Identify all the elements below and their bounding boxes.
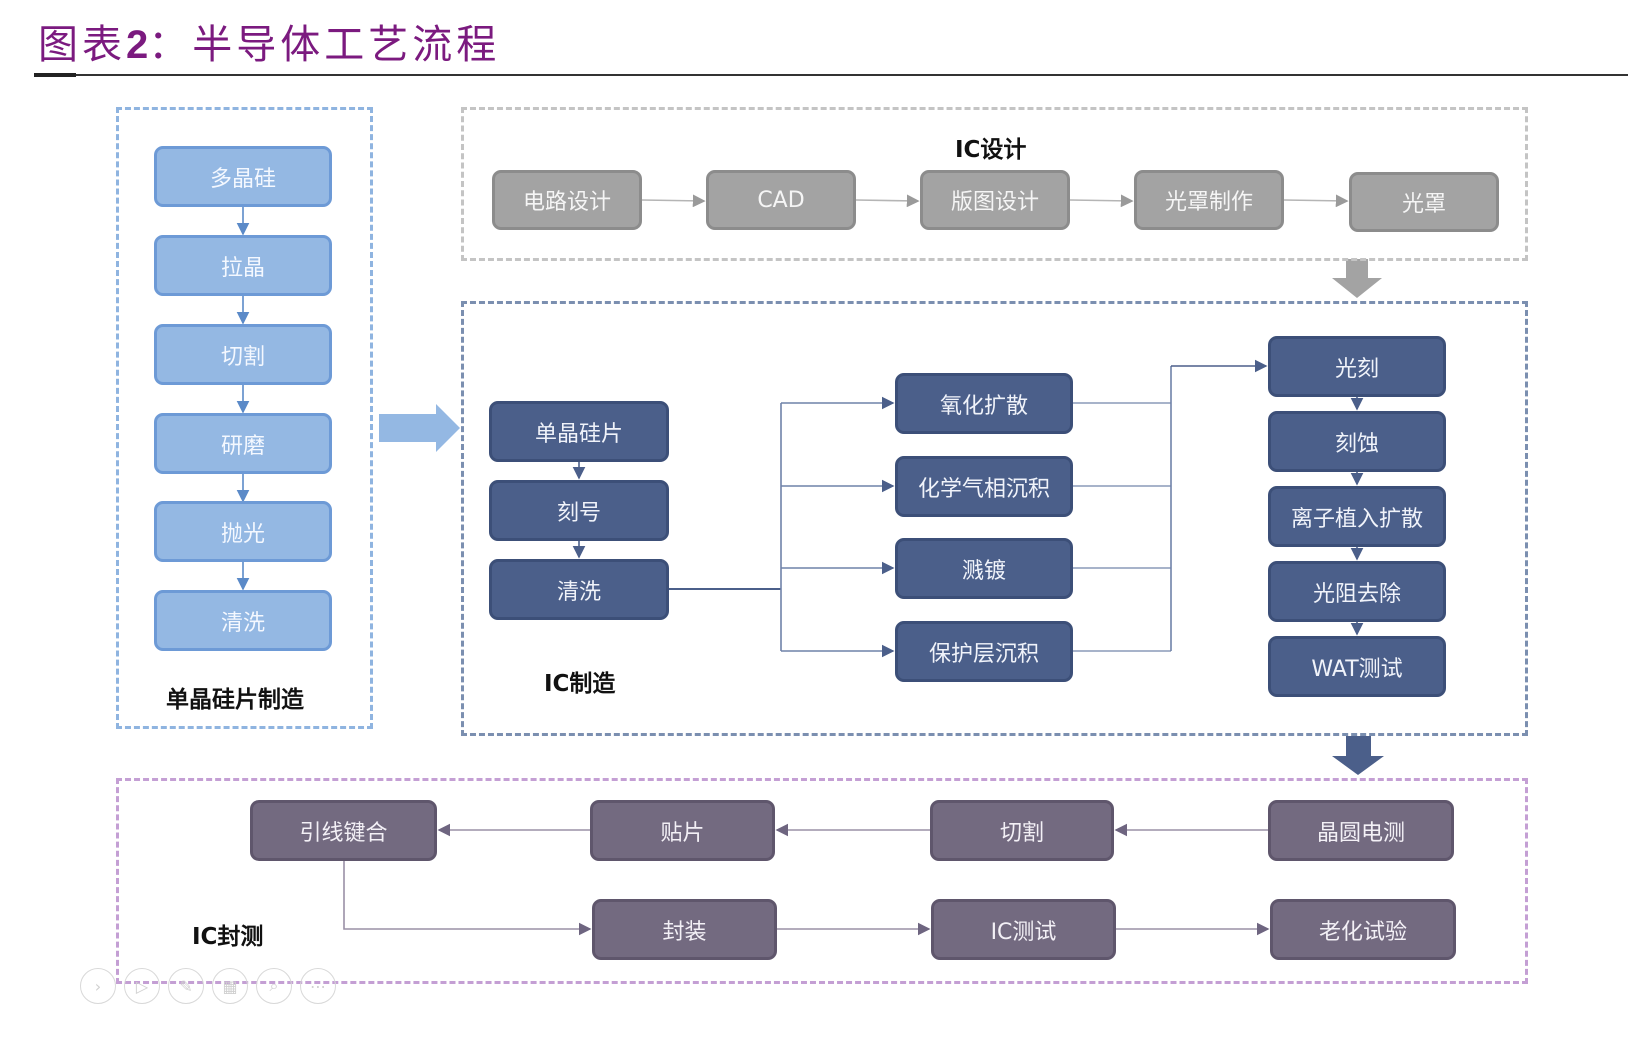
step-box: 晶圆电测: [1268, 800, 1454, 861]
step-box: 氧化扩散: [895, 373, 1073, 434]
block-arrow-down: [1332, 259, 1382, 298]
viewer-overlay-toolbar: › ▷ ✎ ▦ ⌕ ⋯: [80, 968, 336, 1004]
group-label-design: IC设计: [955, 137, 1027, 163]
step-box: 光阻去除: [1268, 561, 1446, 622]
step-box: 切割: [930, 800, 1114, 861]
chevron-right-icon[interactable]: ›: [80, 968, 116, 1004]
step-box: 切割: [154, 324, 332, 385]
step-box: 老化试验: [1270, 899, 1456, 960]
step-box: 刻蚀: [1268, 411, 1446, 472]
block-arrow-down: [1332, 736, 1384, 775]
step-box: WAT测试: [1268, 636, 1446, 697]
step-box: 离子植入扩散: [1268, 486, 1446, 547]
figure-number: 2: [126, 23, 149, 67]
step-box: 拉晶: [154, 235, 332, 296]
step-box: CAD: [706, 170, 856, 230]
figure-colon: ：: [148, 22, 193, 68]
block-arrow-right: [379, 404, 460, 452]
step-box: 清洗: [489, 559, 669, 620]
step-box: IC测试: [931, 899, 1116, 960]
step-box: 光罩: [1349, 172, 1499, 232]
step-box: 刻号: [489, 480, 669, 541]
step-box: 清洗: [154, 590, 332, 651]
figure-prefix: 图表: [38, 22, 126, 68]
step-box: 光刻: [1268, 336, 1446, 397]
step-box: 电路设计: [492, 170, 642, 230]
title-rule-accent: [34, 73, 76, 77]
title-rule: [34, 74, 1628, 76]
step-box: 单晶硅片: [489, 401, 669, 462]
step-box: 研磨: [154, 413, 332, 474]
group-ic-design: [461, 107, 1528, 261]
grid-icon[interactable]: ▦: [212, 968, 248, 1004]
step-box: 版图设计: [920, 170, 1070, 230]
pen-icon[interactable]: ✎: [168, 968, 204, 1004]
step-box: 光罩制作: [1134, 170, 1284, 230]
group-wafer-manufacturing: [116, 107, 373, 729]
step-box: 抛光: [154, 501, 332, 562]
group-ic-packaging-testing: [116, 778, 1528, 984]
group-label-packaging: IC封测: [192, 924, 264, 950]
group-label-wafer: 单晶硅片制造: [166, 687, 304, 713]
more-icon[interactable]: ⋯: [300, 968, 336, 1004]
step-box: 溅镀: [895, 538, 1073, 599]
group-label-fab: IC制造: [544, 671, 616, 697]
step-box: 化学气相沉积: [895, 456, 1073, 517]
figure-title: 图表2：半导体工艺流程: [38, 12, 500, 70]
figure-title-text: 半导体工艺流程: [192, 22, 501, 68]
step-box: 多晶硅: [154, 146, 332, 207]
step-box: 贴片: [590, 800, 775, 861]
step-box: 封装: [592, 899, 777, 960]
step-box: 保护层沉积: [895, 621, 1073, 682]
zoom-icon[interactable]: ⌕: [256, 968, 292, 1004]
step-box: 引线键合: [250, 800, 437, 861]
play-icon[interactable]: ▷: [124, 968, 160, 1004]
group-ic-manufacturing: [461, 301, 1528, 736]
